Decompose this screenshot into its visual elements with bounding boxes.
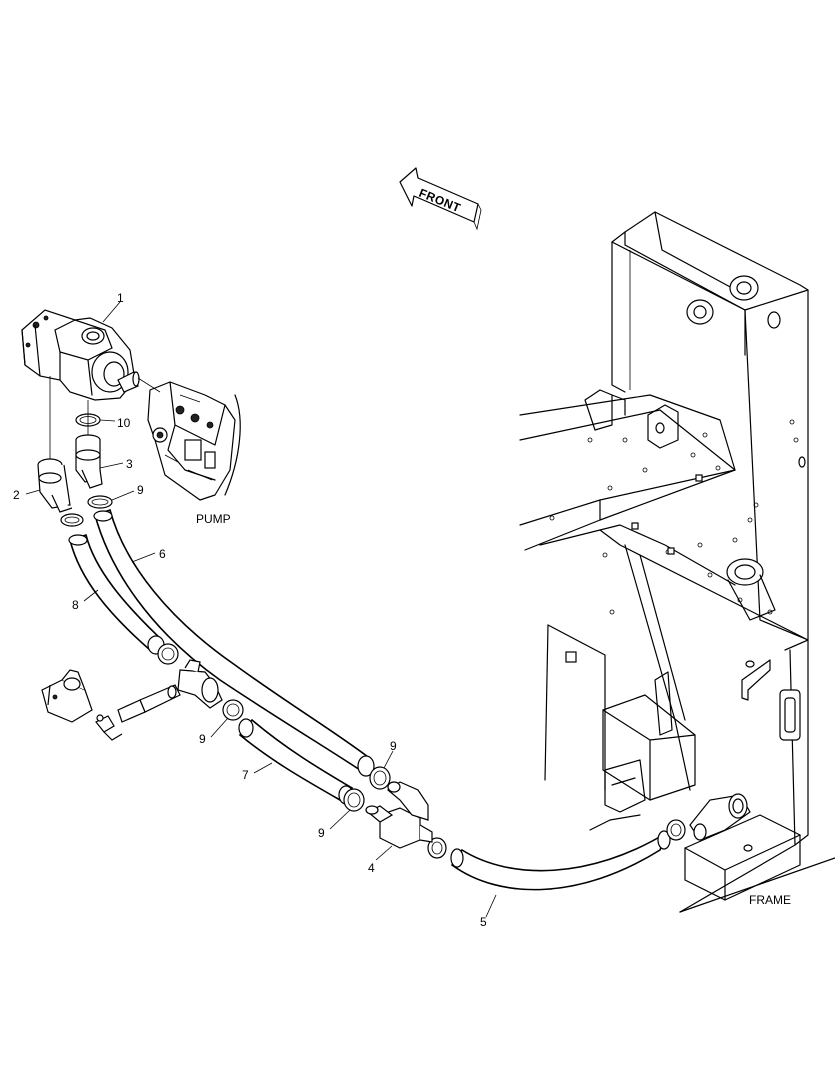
callout-2: 2	[13, 488, 20, 502]
callout-9-right: 9	[390, 739, 397, 753]
front-arrow: FRONT	[399, 167, 482, 231]
elbow-fitting-part-2	[37, 458, 73, 513]
callout-leaders	[25, 301, 497, 918]
hose-part-6	[94, 508, 374, 771]
callout-7: 7	[242, 768, 249, 782]
machine-frame	[519, 211, 835, 913]
callout-9-lower: 9	[318, 826, 325, 840]
elbow-fitting-part-3	[75, 434, 103, 489]
callout-10: 10	[117, 416, 131, 430]
hose-part-7	[238, 718, 354, 801]
front-arrow-label: FRONT	[417, 186, 463, 215]
callout-9-top: 9	[137, 483, 144, 497]
frame-label: FRAME	[749, 893, 791, 907]
pump-label: PUMP	[196, 512, 231, 526]
pump-detail	[137, 377, 241, 501]
pump-part-1	[21, 309, 140, 401]
callout-1: 1	[117, 291, 124, 305]
hose-clamps	[157, 643, 686, 859]
callout-8: 8	[72, 598, 79, 612]
hose-part-5	[450, 829, 670, 891]
callout-3: 3	[126, 457, 133, 471]
callout-6: 6	[159, 547, 166, 561]
callout-9-middle: 9	[199, 732, 206, 746]
callout-4: 4	[368, 861, 375, 875]
tee-fitting	[117, 659, 223, 723]
callout-5: 5	[480, 915, 487, 929]
solenoid-sensor	[41, 669, 123, 741]
coupler-part-4	[365, 781, 433, 849]
pump-assembly	[21, 309, 140, 527]
